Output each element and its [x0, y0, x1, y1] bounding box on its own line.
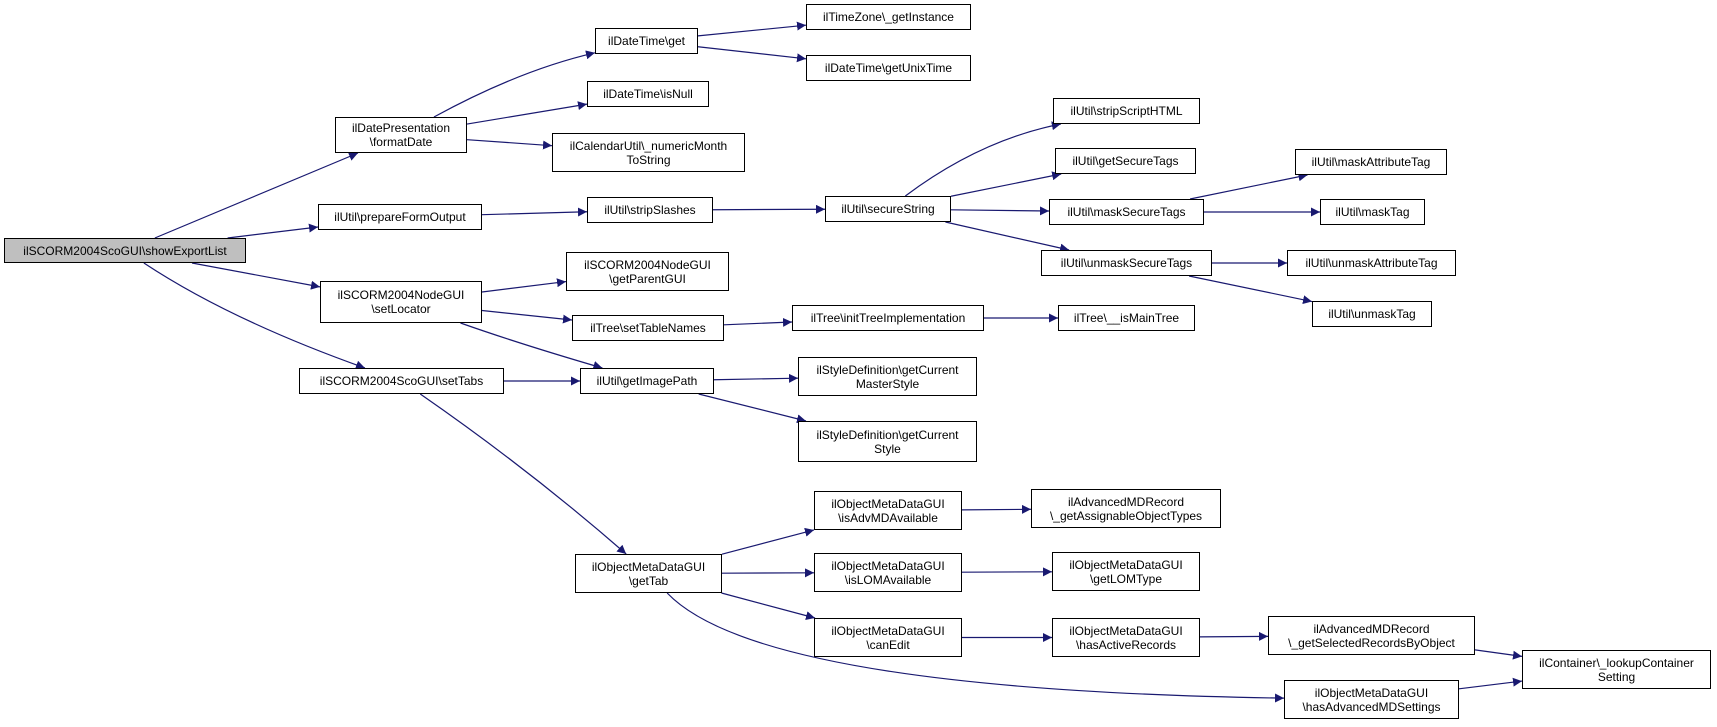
node-setlocator[interactable]: ilSCORM2004NodeGUI \setLocator: [320, 281, 482, 323]
edge-image_path-to-style_current: [698, 393, 807, 424]
node-isadvmdavailable[interactable]: ilObjectMetaDataGUI \isAdvMDAvailable: [814, 491, 962, 530]
node-securestring[interactable]: ilUtil\secureString: [825, 196, 951, 222]
node-numericmonthtostring[interactable]: ilCalendarUtil\_numericMonth ToString: [552, 133, 745, 172]
node-getcurrentmasterstyle[interactable]: ilStyleDefinition\getCurrent MasterStyle: [798, 357, 977, 396]
edge-root-to-prep_form: [227, 223, 319, 239]
node-stripscripthtml[interactable]: ilUtil\stripScriptHTML: [1053, 98, 1200, 124]
node-canedit[interactable]: ilObjectMetaDataGUI \canEdit: [814, 618, 962, 657]
edge-tree_names-to-tree_init: [723, 317, 793, 327]
edge-omd_advset-to-container_lookup: [1458, 677, 1523, 690]
node-islomavailable[interactable]: ilObjectMetaDataGUI \isLOMAvailable: [814, 553, 962, 592]
node-datetime-getunixtime[interactable]: ilDateTime\getUnixTime: [806, 55, 971, 81]
node-showexportlist[interactable]: ilSCORM2004ScoGUI\showExportList: [4, 238, 246, 263]
node-unmasktag[interactable]: ilUtil\unmaskTag: [1312, 301, 1432, 327]
edge-omd_active-to-amd_selected: [1199, 631, 1269, 641]
node-masksecuretags[interactable]: ilUtil\maskSecureTags: [1049, 199, 1204, 225]
edge-date_present-to-cal_month: [466, 139, 553, 150]
edge-root-to-date_present: [154, 152, 359, 239]
node-getcurrentstyle[interactable]: ilStyleDefinition\getCurrent Style: [798, 421, 977, 462]
node-timezone-getinstance[interactable]: ilTimeZone\_getInstance: [806, 4, 971, 30]
edge-node_locator-to-tree_names: [481, 309, 573, 324]
node-unmaskattributetag[interactable]: ilUtil\unmaskAttributeTag: [1287, 250, 1456, 276]
edge-dt_get-to-tz_instance: [697, 21, 807, 37]
node-formatdate[interactable]: ilDatePresentation \formatDate: [335, 117, 467, 153]
edge-dt_get-to-dt_unix: [697, 46, 807, 63]
edge-prep_form-to-strip_slashes: [481, 207, 588, 217]
edge-mask_secure-to-mask_attr: [1189, 172, 1308, 200]
node-gettab[interactable]: ilObjectMetaDataGUI \getTab: [575, 554, 722, 593]
node-settabs[interactable]: ilSCORM2004ScoGUI\setTabs: [299, 368, 504, 394]
node-getlomtype[interactable]: ilObjectMetaDataGUI \getLOMType: [1052, 552, 1200, 591]
edge-sco_tabs-to-omd_tab: [419, 393, 627, 555]
edge-secure_string-to-unmask_secure: [945, 221, 1070, 253]
edge-secure_string-to-get_secure_tags: [950, 171, 1062, 197]
node-getparentgui[interactable]: ilSCORM2004NodeGUI \getParentGUI: [566, 252, 729, 291]
node-unmasksecuretags[interactable]: ilUtil\unmaskSecureTags: [1041, 250, 1212, 276]
edge-omd_tab-to-omd_adv: [721, 527, 815, 555]
edge-omd_adv-to-amd_types: [961, 504, 1032, 514]
node-lookupcontainersetting[interactable]: ilContainer\_lookupContainer Setting: [1522, 650, 1711, 689]
edge-omd_tab-to-omd_advset: [666, 592, 1285, 703]
edge-secure_string-to-strip_script: [904, 121, 1061, 197]
node-settablenames[interactable]: ilTree\setTableNames: [572, 315, 724, 341]
node-getselectedrecordsbyobject[interactable]: ilAdvancedMDRecord \_getSelectedRecordsB…: [1268, 616, 1475, 655]
node-hasactiverecords[interactable]: ilObjectMetaDataGUI \hasActiveRecords: [1052, 618, 1200, 657]
node-getsecuretags[interactable]: ilUtil\getSecureTags: [1055, 148, 1196, 174]
node-masktag[interactable]: ilUtil\maskTag: [1320, 199, 1425, 225]
node-maskattributetag[interactable]: ilUtil\maskAttributeTag: [1295, 149, 1447, 175]
edge-root-to-sco_tabs: [143, 262, 366, 370]
edge-unmask_secure-to-unmask_tag: [1188, 275, 1313, 305]
edge-secure_string-to-mask_secure: [950, 206, 1050, 216]
node-inittreeimplementation[interactable]: ilTree\initTreeImplementation: [792, 305, 984, 331]
edge-node_locator-to-image_path: [460, 322, 603, 370]
edge-omd_tab-to-omd_edit: [721, 592, 816, 621]
edge-date_present-to-dt_null: [466, 101, 588, 125]
node-getimagepath[interactable]: ilUtil\getImagePath: [580, 368, 714, 394]
node-hasadvancedmdsettings[interactable]: ilObjectMetaDataGUI \hasAdvancedMDSettin…: [1284, 680, 1459, 719]
edge-image_path-to-style_master: [713, 373, 799, 383]
node-ismaintree[interactable]: ilTree\__isMainTree: [1058, 305, 1195, 331]
node-prepareformoutput[interactable]: ilUtil\prepareFormOutput: [318, 204, 482, 230]
edge-amd_selected-to-container_lookup: [1474, 649, 1523, 660]
edge-node_locator-to-node_parent: [481, 278, 567, 293]
node-datetime-get[interactable]: ilDateTime\get: [595, 28, 698, 54]
edge-date_present-to-dt_get: [433, 50, 596, 118]
node-getassignableobjecttypes[interactable]: ilAdvancedMDRecord \_getAssignableObject…: [1031, 489, 1221, 528]
node-stripslashes[interactable]: ilUtil\stripSlashes: [587, 197, 713, 223]
node-datetime-isnull[interactable]: ilDateTime\isNull: [587, 81, 709, 107]
edge-root-to-node_locator: [191, 262, 321, 290]
